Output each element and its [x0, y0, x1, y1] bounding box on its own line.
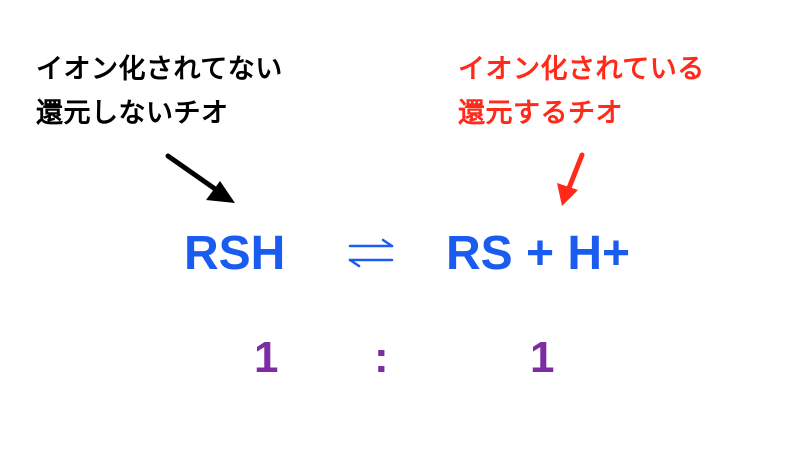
non-ionized-label-line2: 還元しないチオ	[36, 98, 229, 129]
non-ionized-label-line1: イオン化されてない	[36, 54, 283, 85]
ionized-label-line1: イオン化されている	[458, 54, 705, 85]
product-formula: RS + H+	[446, 227, 631, 280]
ionized-label-line2: 還元するチオ	[458, 98, 623, 129]
ratio-right-value: 1	[530, 333, 555, 382]
non-ionized-label: イオン化されてない 還元しないチオ	[36, 48, 283, 136]
red-pointer-arrow	[557, 152, 585, 206]
ionized-label: イオン化されている 還元するチオ	[458, 48, 705, 136]
ratio-left-value: 1	[254, 333, 279, 382]
reactant-formula: RSH	[184, 227, 286, 280]
equilibrium-arrows-icon	[348, 238, 394, 268]
ratio-separator: :	[374, 333, 389, 382]
black-pointer-arrow	[165, 153, 235, 203]
